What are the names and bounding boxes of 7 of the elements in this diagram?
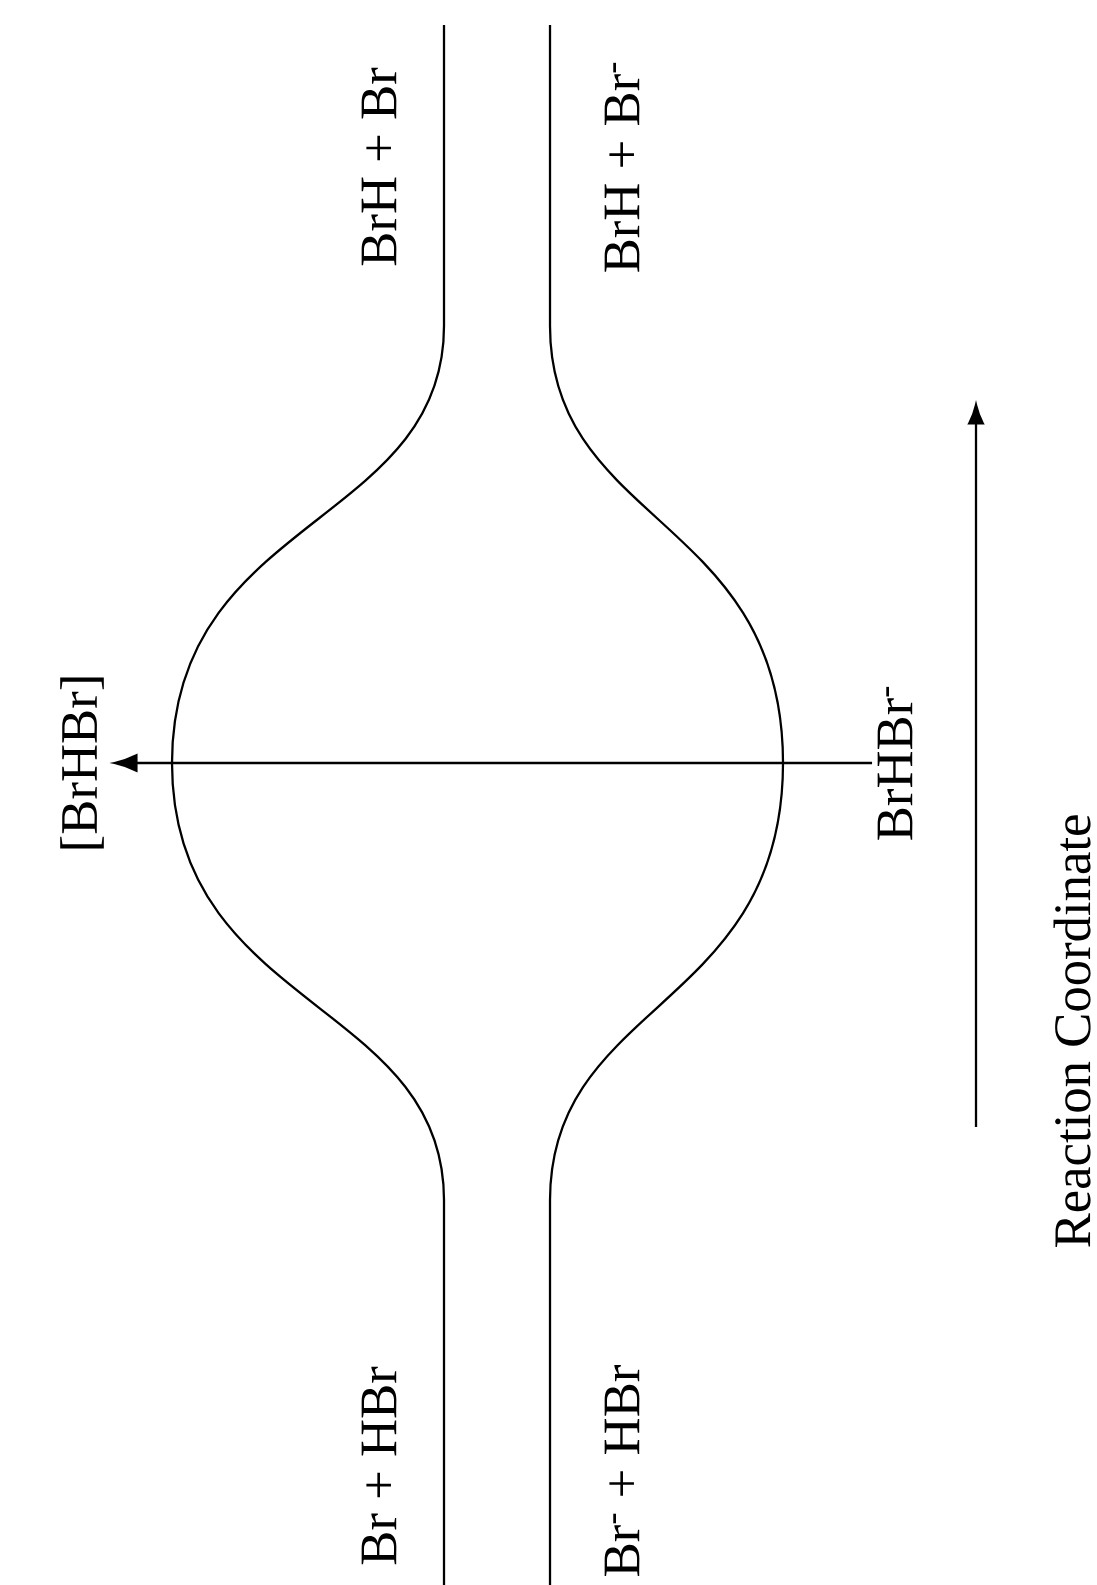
axis-label: Reaction Coordinate — [1053, 815, 1091, 1247]
species-label: BrHBr$^{-}$ — [877, 686, 913, 840]
species-label: Br + HBr — [361, 1366, 397, 1565]
species-label: BrH + Br — [361, 67, 397, 266]
species-label: [BrHBr] — [60, 677, 104, 849]
species-label: Br$^{-}$ + HBr — [604, 1365, 640, 1576]
species-label: BrH + Br$^{-}$ — [604, 62, 640, 272]
